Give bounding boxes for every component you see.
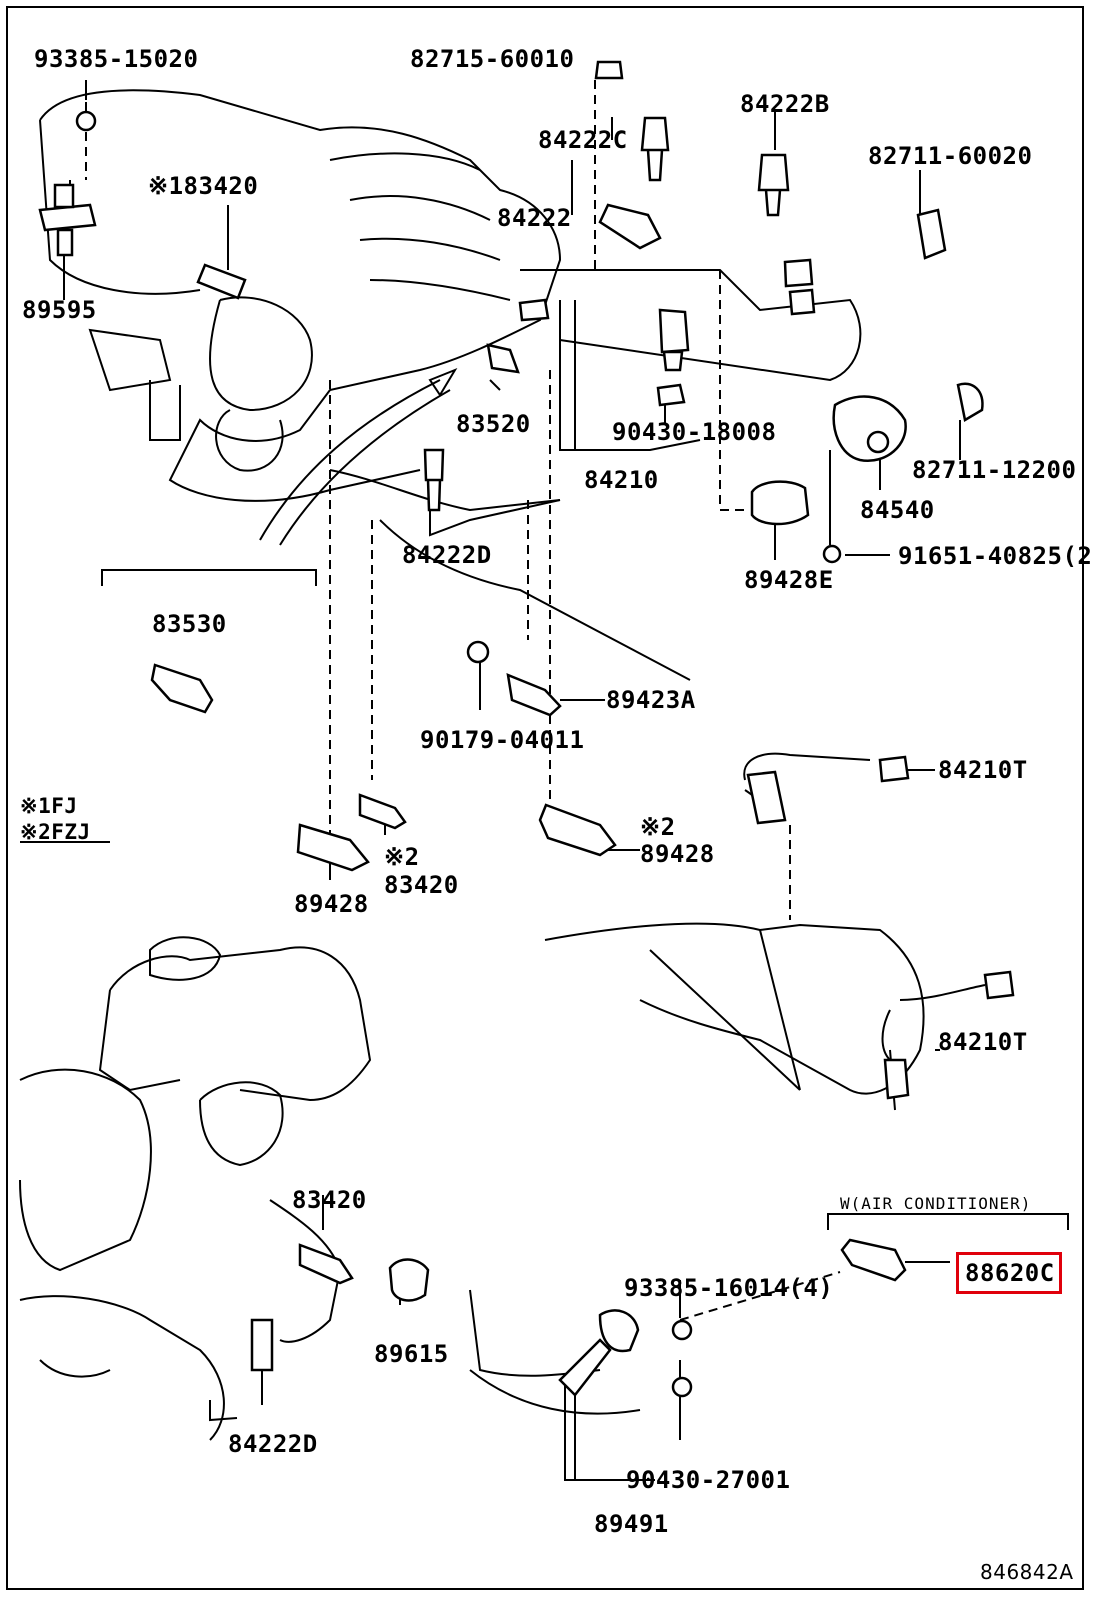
legend-fj: ※1FJ	[20, 794, 78, 818]
label-84222D-top: 84222D	[402, 541, 492, 569]
legend-fzj: ※2FZJ	[20, 820, 91, 844]
label-84540: 84540	[860, 496, 935, 524]
label-90179-04011: 90179-04011	[420, 726, 585, 754]
label-82711-60020: 82711-60020	[868, 142, 1033, 170]
label-84210T-a: 84210T	[938, 756, 1028, 784]
label-83420-mid: 83420	[384, 871, 459, 899]
label-89491: 89491	[594, 1510, 669, 1538]
label-90430-18008: 90430-18008	[612, 418, 777, 446]
label-84222C: 84222C	[538, 126, 628, 154]
label-84210T-b: 84210T	[938, 1028, 1028, 1056]
label-89428-left: 89428	[294, 890, 369, 918]
label-89423A: 89423A	[606, 686, 696, 714]
note-2-right: ※2	[640, 813, 676, 841]
label-90430-27001: 90430-27001	[626, 1466, 791, 1494]
label-84222B: 84222B	[740, 90, 830, 118]
label-89595: 89595	[22, 296, 97, 324]
label-88620C-highlighted: 88620C	[956, 1252, 1062, 1294]
label-83420-bot: 83420	[292, 1186, 367, 1214]
diagram-reference-number: 846842A	[980, 1560, 1074, 1584]
label-91651-40825: 91651-40825(2	[898, 542, 1093, 570]
label-82715-60010: 82715-60010	[410, 45, 575, 73]
label-air-conditioner: W(AIR CONDITIONER)	[840, 1194, 1032, 1213]
label-84222D-bot: 84222D	[228, 1430, 318, 1458]
label-83530: 83530	[152, 610, 227, 638]
label-89428E: 89428E	[744, 566, 834, 594]
label-83520: 83520	[456, 410, 531, 438]
label-93385-16014: 93385-16014(4)	[624, 1274, 834, 1302]
label-83420-top: ※183420	[148, 172, 259, 200]
label-89615: 89615	[374, 1340, 449, 1368]
label-84222: 84222	[497, 204, 572, 232]
label-82711-12200: 82711-12200	[912, 456, 1077, 484]
sensor-89595	[38, 183, 97, 257]
label-84210: 84210	[584, 466, 659, 494]
note-2-mid: ※2	[384, 843, 420, 871]
label-89428-right: 89428	[640, 840, 715, 868]
label-93385-15020: 93385-15020	[34, 45, 199, 73]
diagram-frame	[6, 6, 1084, 1590]
